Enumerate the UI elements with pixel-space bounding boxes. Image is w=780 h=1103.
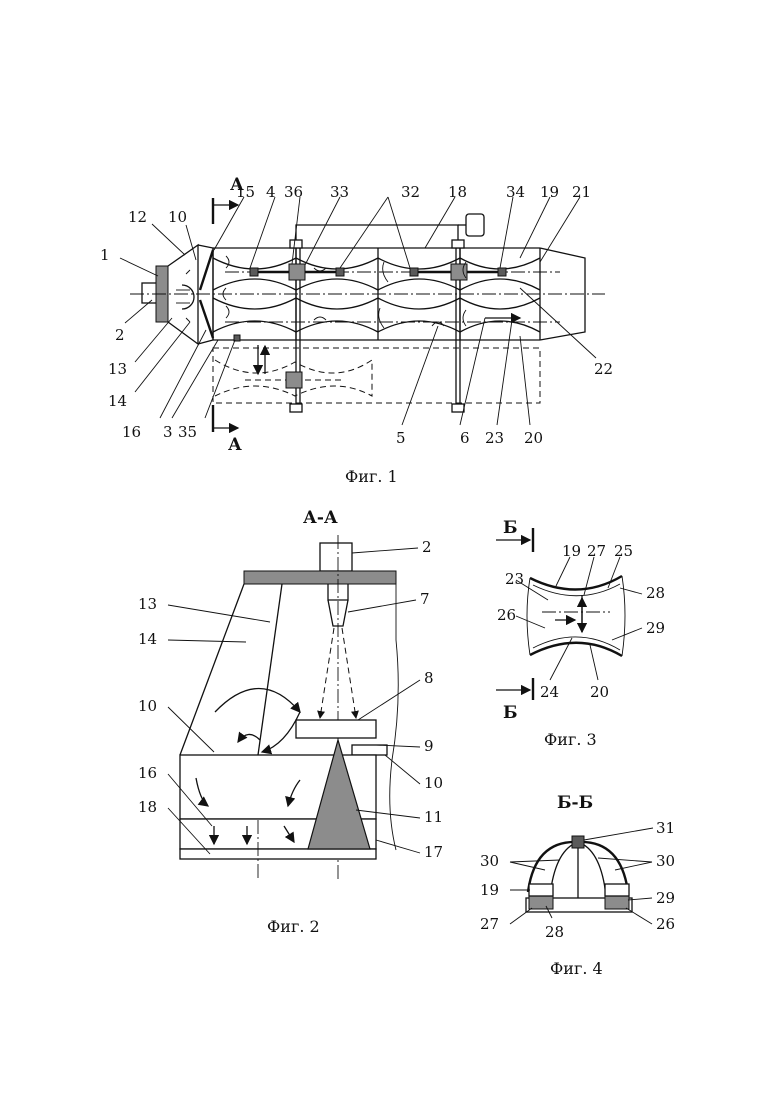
fig1-label-2: 2	[115, 326, 125, 344]
fig1-label-5: 5	[396, 429, 406, 447]
fig1-label-15: 15	[236, 183, 255, 201]
fig2-label-9: 9	[424, 737, 434, 755]
section-mark-a-bottom: А	[228, 435, 242, 455]
fig3-label-19: 19	[562, 542, 581, 560]
section-cut-a-bottom: А	[213, 405, 242, 455]
fig1-label-23: 23	[485, 429, 504, 447]
fig2-label-11: 11	[424, 808, 443, 826]
fig2-label-8: 8	[424, 669, 434, 687]
fig1-label-6: 6	[460, 429, 470, 447]
fig3-label-27: 27	[587, 542, 606, 560]
fig2-label-7: 7	[420, 590, 430, 608]
fig2-label-18: 18	[138, 798, 157, 816]
fig1-leaders	[120, 197, 596, 425]
fig1-label-35: 35	[178, 423, 197, 441]
fig1-label-36: 36	[284, 183, 303, 201]
figure-2: А-А 2 7 8 9	[138, 508, 443, 936]
fig1-label-12: 12	[128, 208, 147, 226]
figure-1: А А	[100, 175, 613, 486]
fig2-label-14: 14	[138, 630, 157, 648]
fig1-label-1: 1	[100, 246, 110, 264]
fig4-title: Б-Б	[557, 793, 593, 813]
fig1-label-18: 18	[448, 183, 467, 201]
figure-3: Б Б 19 20 23 24 25 26 27 28 29 Фиг. 3	[496, 518, 665, 749]
section-cut-b-bottom: Б	[496, 678, 533, 723]
fig3-lower-wall	[530, 643, 622, 656]
fig2-label-2: 2	[422, 538, 432, 556]
fig4-label-26: 26	[656, 915, 675, 933]
fig2-top-plate	[244, 571, 396, 584]
fig2-disc	[296, 720, 376, 738]
fig4-label-28: 28	[545, 923, 564, 941]
fig2-label-13: 13	[138, 595, 157, 613]
fig1-label-21: 21	[572, 183, 591, 201]
fig1-label-10: 10	[168, 208, 187, 226]
fig4-label-27: 27	[480, 915, 499, 933]
fig1-label-33: 33	[330, 183, 349, 201]
fig3-leaders	[516, 557, 642, 680]
fig2-label-10-right: 10	[424, 774, 443, 792]
section-mark-b-bottom: Б	[503, 703, 518, 723]
lower-unit-dashed	[213, 345, 540, 403]
fig1-label-34: 34	[506, 183, 525, 201]
fig3-label-20: 20	[590, 683, 609, 701]
fig2-label-17: 17	[424, 843, 443, 861]
tank	[466, 214, 484, 236]
section-cut-b-top: Б	[496, 518, 533, 552]
fig3-caption: Фиг. 3	[544, 730, 597, 749]
rotor-2	[410, 264, 506, 280]
fig2-label-10-left: 10	[138, 697, 157, 715]
fig1-label-14: 14	[108, 392, 127, 410]
fig4-label-30-right: 30	[656, 852, 675, 870]
fig1-label-19: 19	[540, 183, 559, 201]
fig1-label-3: 3	[163, 423, 173, 441]
rotor-1	[250, 264, 344, 280]
figure-4: Б-Б 31 30 30 19 29 27 28 26 Фиг. 4	[480, 793, 675, 978]
fig3-label-26: 26	[497, 606, 516, 624]
fig1-label-16: 16	[122, 423, 141, 441]
fig3-label-24: 24	[540, 683, 559, 701]
fig2-caption: Фиг. 2	[267, 917, 320, 936]
fig1-caption: Фиг. 1	[345, 467, 398, 486]
fig1-label-13: 13	[108, 360, 127, 378]
fig2-motor	[320, 543, 352, 571]
fig2-label-16: 16	[138, 764, 157, 782]
fig1-label-20: 20	[524, 429, 543, 447]
fig4-label-29: 29	[656, 889, 675, 907]
fig3-label-23: 23	[505, 570, 524, 588]
fig3-label-25: 25	[614, 542, 633, 560]
section-mark-b-top: Б	[503, 518, 518, 538]
fig4-label-30-left: 30	[480, 852, 499, 870]
fig4-caption: Фиг. 4	[550, 959, 603, 978]
fig4-top-block	[572, 836, 584, 848]
fig1-label-32: 32	[401, 183, 420, 201]
fig3-label-28: 28	[646, 584, 665, 602]
fig4-label-19: 19	[480, 881, 499, 899]
fig2-title: А-А	[303, 508, 338, 528]
fig1-label-22: 22	[594, 360, 613, 378]
fig4-label-31: 31	[656, 819, 675, 837]
fig3-label-29: 29	[646, 619, 665, 637]
fig1-label-4: 4	[266, 183, 276, 201]
